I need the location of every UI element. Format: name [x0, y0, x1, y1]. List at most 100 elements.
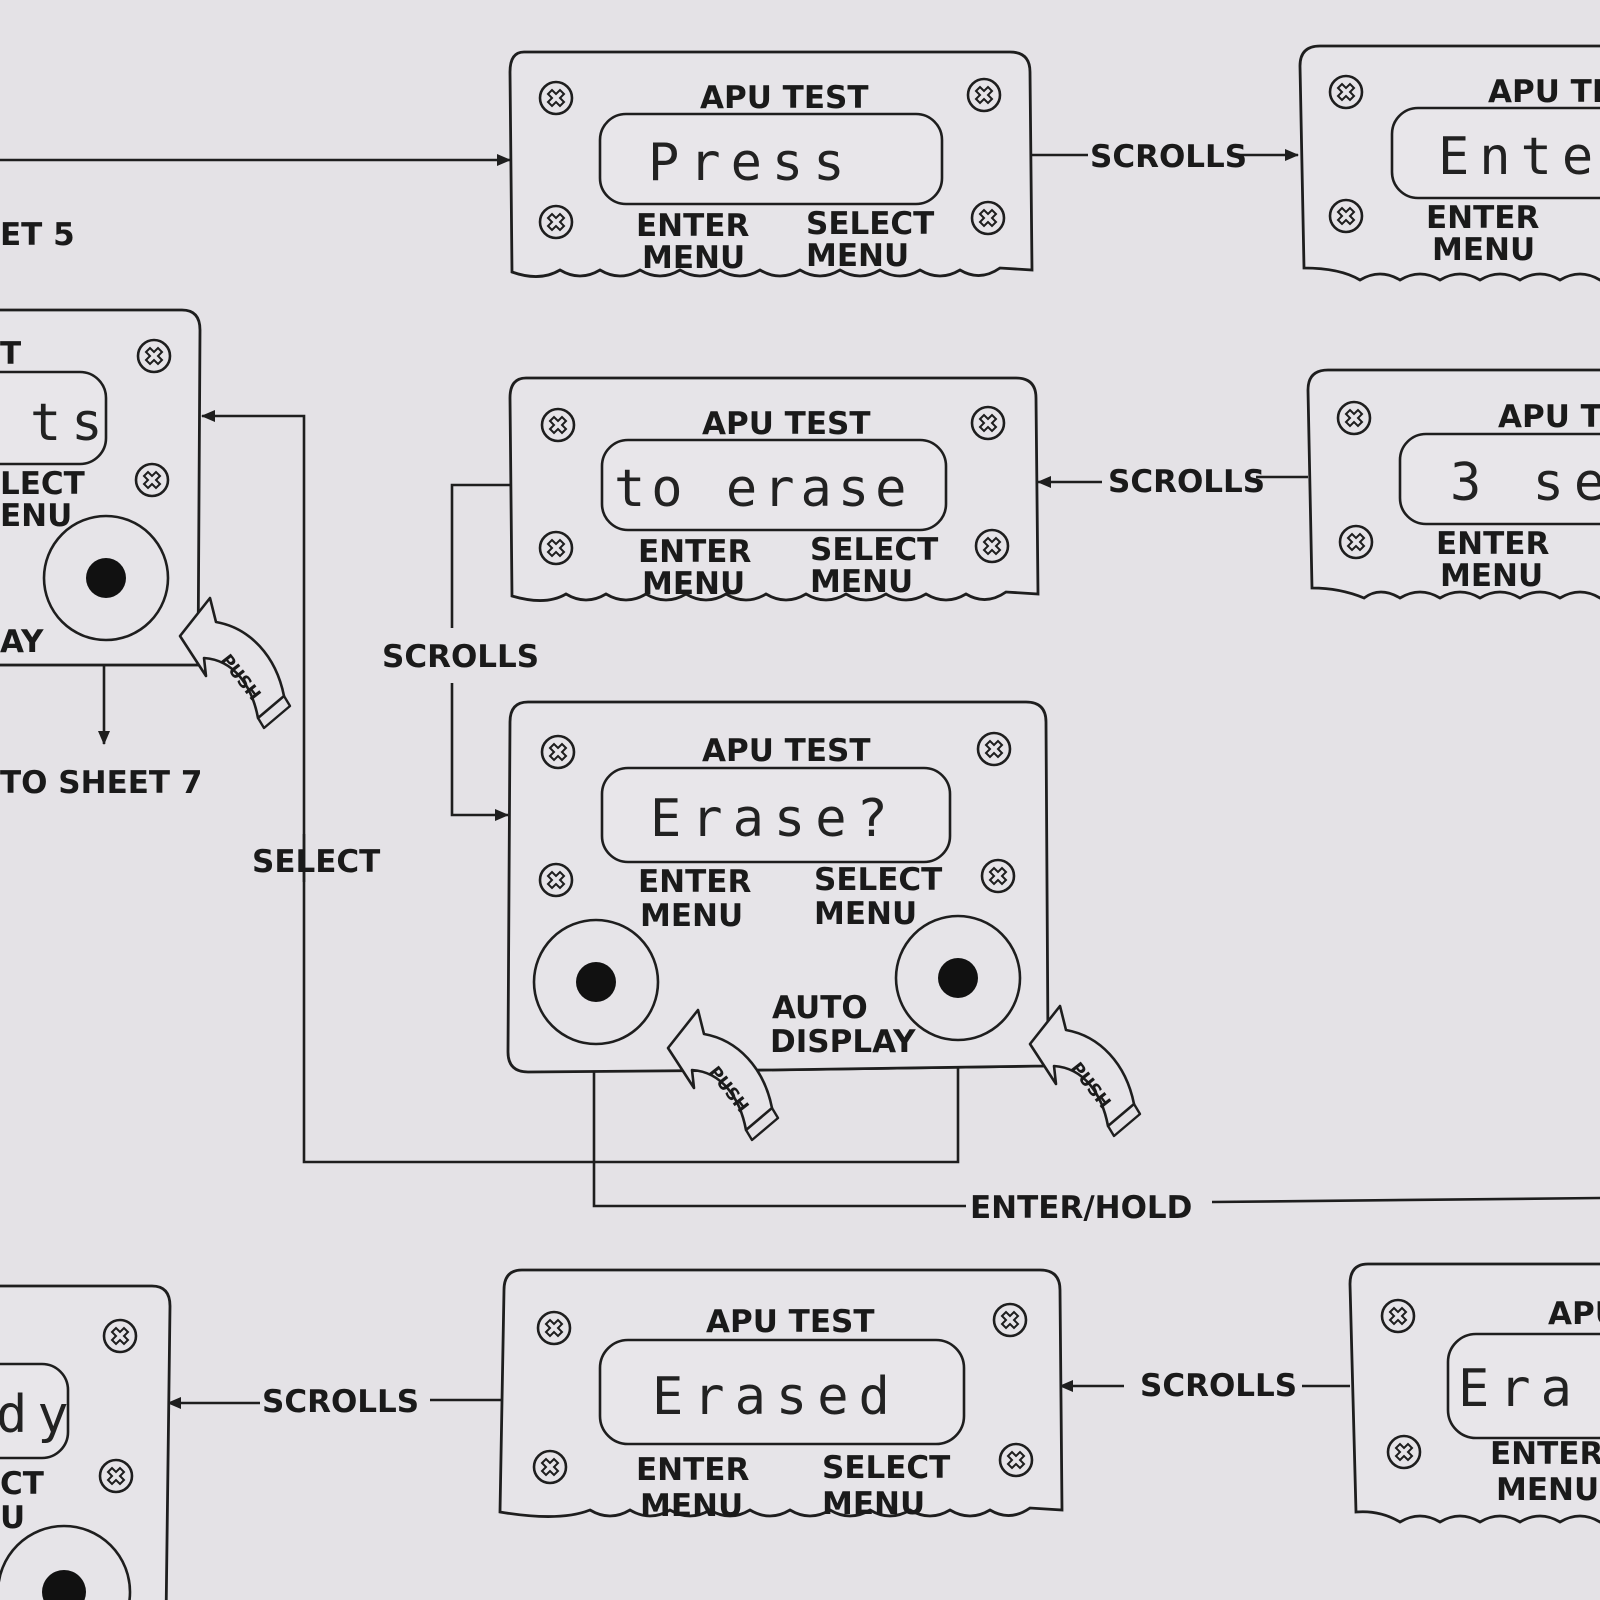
screw-icon [538, 80, 574, 116]
push-arrow-icon: PUSH [1028, 1004, 1142, 1138]
screw-icon [970, 200, 1006, 236]
screw-icon [136, 338, 172, 374]
select-menu-label: MENU [822, 1486, 925, 1522]
panel-top-center: APU TEST Press ENTER MENU SELECT MENU [508, 50, 1034, 278]
screw-icon [538, 862, 574, 898]
screw-icon [980, 858, 1016, 894]
panel-title-partial: APU TI [1498, 399, 1600, 435]
panel-left-lower: dy CT U [0, 1284, 172, 1600]
enter-label: ENTER [638, 864, 751, 900]
panel-middle-center: APU TEST to erase ENTER MENU SELECT MENU [508, 376, 1040, 602]
select-menu-label: MENU [806, 238, 909, 274]
panel-main: APU TEST Erase? ENTER MENU SELECT MENU A… [506, 700, 1142, 1142]
screw-icon [98, 1458, 134, 1494]
enter-menu-label: MENU [1440, 558, 1543, 594]
lcd-display [600, 438, 948, 532]
scrolls-label-mid: SCROLLS [1108, 464, 1265, 500]
enter-label: ENTER [1426, 200, 1539, 236]
enter-label: ENTER [1436, 526, 1549, 562]
lcd-text: Erase? [650, 789, 898, 849]
lcd-text: ts [30, 393, 113, 453]
push-arrow-icon: PUSH [178, 596, 292, 730]
select-label: SELECT [814, 862, 942, 898]
panel-title: APU TEST [700, 80, 868, 116]
enter-label: ENTER [1490, 1436, 1600, 1472]
enter-menu-label: MENU [642, 240, 745, 276]
select-menu-label: MENU [814, 896, 917, 932]
panel-bottom-right: APU Era ENTER MENU [1348, 1262, 1600, 1524]
screw-icon [532, 1449, 568, 1485]
enter-label: ENTER [638, 534, 751, 570]
panel-title-partial: APU TE [1488, 74, 1600, 110]
lcd-text: Ente [1438, 127, 1600, 187]
screw-icon [134, 462, 170, 498]
panel-top-right: APU TE Ente ENTER MENU [1298, 44, 1600, 282]
lcd-display [598, 1338, 966, 1446]
screw-icon [538, 204, 574, 240]
display-label: DISPLAY [770, 1024, 916, 1060]
panel-middle-right: APU TI 3 se ENTER MENU [1306, 368, 1600, 600]
select-menu-label-partial: U [0, 1500, 25, 1536]
screw-icon [540, 734, 576, 770]
lcd-display [1398, 432, 1600, 526]
enter-menu-label: MENU [640, 898, 743, 934]
screw-icon [1336, 400, 1372, 436]
auto-label: AUTO [772, 990, 868, 1026]
panel-title: APU TEST [702, 406, 870, 442]
to-sheet-7-label: TO SHEET 7 [0, 765, 202, 801]
select-menu-label: MENU [810, 564, 913, 600]
screw-icon [1386, 1434, 1422, 1470]
lcd-text: dy [0, 1385, 79, 1445]
panel-bottom-center: APU TEST Erased ENTER MENU SELECT MENU [498, 1268, 1064, 1524]
line-enter-hold-right [1211, 1196, 1600, 1204]
enter-hold-label: ENTER/HOLD [970, 1190, 1192, 1226]
screw-icon [970, 405, 1006, 441]
lcd-text: to erase [614, 459, 912, 519]
screw-icon [976, 731, 1012, 767]
select-label: SELECT [810, 532, 938, 568]
line-scroll-left-top [450, 483, 510, 628]
select-label: SELECT [252, 844, 380, 880]
select-menu-button[interactable] [894, 914, 1022, 1042]
screw-icon [536, 1310, 572, 1346]
screw-icon [992, 1302, 1028, 1338]
enter-menu-button[interactable] [532, 918, 660, 1046]
arrow-select [201, 410, 306, 882]
select-label: SELECT [806, 206, 934, 242]
panel-title: APU TEST [702, 733, 870, 769]
screw-icon [1380, 1298, 1416, 1334]
scrolls-label-bottom-left: SCROLLS [262, 1384, 419, 1420]
lcd-display [1390, 106, 1600, 200]
select-label: SELECT [822, 1450, 950, 1486]
screw-icon [1328, 74, 1364, 110]
lcd-text: Press [648, 133, 855, 193]
panel-left-upper: T ts LECT ENU AY PUSH [0, 308, 292, 730]
screw-icon [540, 407, 576, 443]
display-label-partial: AY [0, 624, 44, 660]
lcd-display [598, 112, 944, 206]
enter-label: ENTER [636, 1452, 749, 1488]
screw-icon [1338, 524, 1374, 560]
screw-icon [998, 1442, 1034, 1478]
screw-icon [102, 1318, 138, 1354]
select-menu-button[interactable] [0, 1524, 132, 1600]
screw-icon [974, 528, 1010, 564]
screw-icon [966, 77, 1002, 113]
panel-title: APU TEST [706, 1304, 874, 1340]
scrolls-label-bottom-right: SCROLLS [1140, 1368, 1297, 1404]
enter-menu-label: MENU [642, 566, 745, 602]
select-label-partial: LECT [0, 466, 85, 502]
screw-icon [1328, 198, 1364, 234]
select-menu-button[interactable] [42, 514, 170, 642]
scrolls-label-left: SCROLLS [382, 639, 539, 675]
lcd-display [600, 766, 952, 864]
lcd-text: Erased [652, 1367, 900, 1427]
line-select-loop [302, 834, 960, 1164]
select-label-partial: CT [0, 1466, 44, 1502]
scrolls-label-top: SCROLLS [1090, 139, 1247, 175]
lcd-text: Era [1458, 1359, 1582, 1419]
arrow-scroll-left [450, 683, 509, 821]
enter-label: ENTER [636, 208, 749, 244]
